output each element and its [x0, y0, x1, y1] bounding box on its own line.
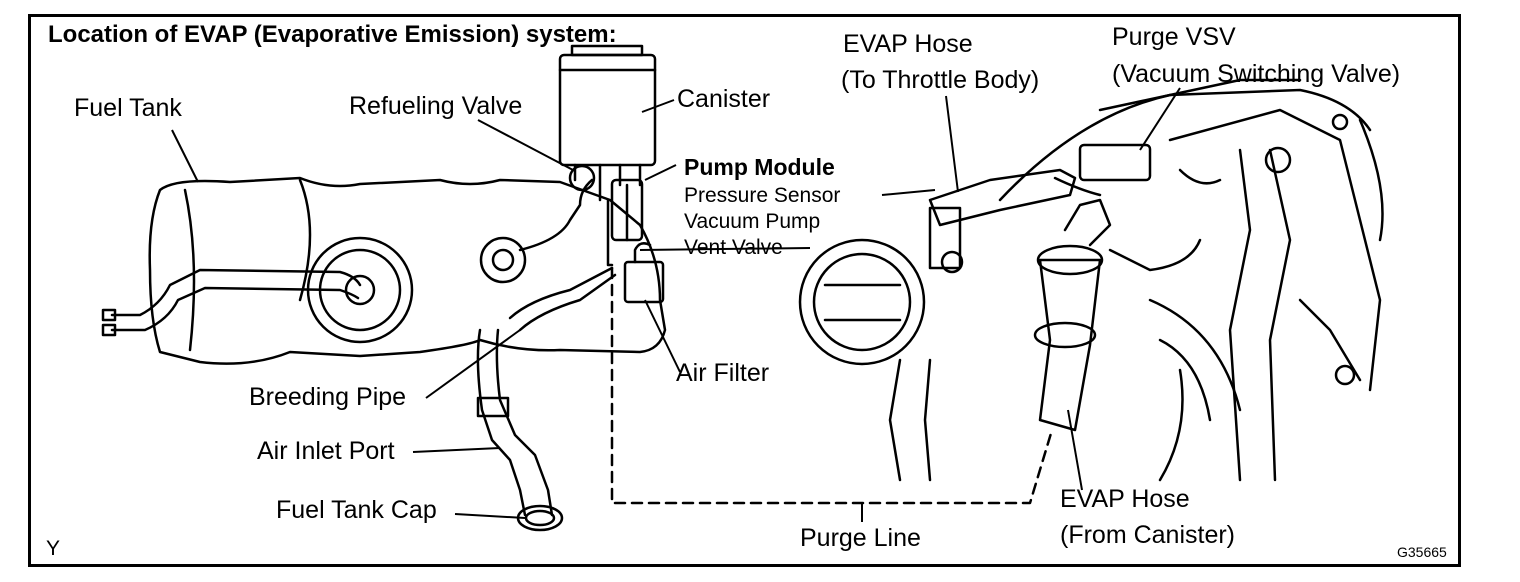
figure-code: G35665 [1397, 544, 1447, 560]
label-vacuum-pump: Vacuum Pump [684, 210, 821, 233]
label-evap-hose-canister-sub: (From Canister) [1060, 521, 1236, 549]
label-breeding-pipe: Breeding Pipe [249, 383, 407, 411]
filler-neck [476, 328, 527, 517]
diagram-frame [28, 14, 1461, 567]
air-filter-drawing [623, 260, 665, 304]
label-pump-module: Pump Module [684, 154, 835, 180]
label-purge-vsv-sub: (Vacuum Switching Valve) [1112, 60, 1401, 88]
purge-vsv-drawing [1078, 143, 1152, 182]
label-purge-vsv: Purge VSV [1112, 23, 1236, 51]
canister-drawing [558, 53, 657, 167]
label-pressure-sensor: Pressure Sensor [684, 184, 841, 207]
oil-filler-cap [798, 238, 926, 366]
label-purge-line: Purge Line [800, 524, 921, 552]
label-air-inlet-port: Air Inlet Port [257, 437, 395, 465]
label-evap-hose-throttle-sub: (To Throttle Body) [841, 66, 1040, 94]
fuel-lines [110, 268, 362, 317]
label-evap-hose-throttle: EVAP Hose [843, 30, 973, 58]
diagram-title: Location of EVAP (Evaporative Emission) … [48, 21, 617, 48]
label-fuel-tank-cap: Fuel Tank Cap [276, 496, 437, 524]
purge-line-dashed [610, 266, 1054, 505]
refueling-valve-drawing [568, 164, 596, 192]
corner-mark: Y [46, 537, 61, 560]
label-evap-hose-canister: EVAP Hose [1060, 485, 1190, 513]
label-vent-valve: Vent Valve [684, 236, 783, 259]
sub-sender [479, 236, 527, 284]
label-air-filter: Air Filter [676, 359, 770, 387]
canister-hose [1038, 258, 1102, 432]
fuel-tank-drawing [148, 176, 667, 365]
label-refueling-valve: Refueling Valve [349, 92, 523, 120]
label-canister: Canister [677, 85, 771, 113]
label-fuel-tank: Fuel Tank [74, 94, 182, 122]
